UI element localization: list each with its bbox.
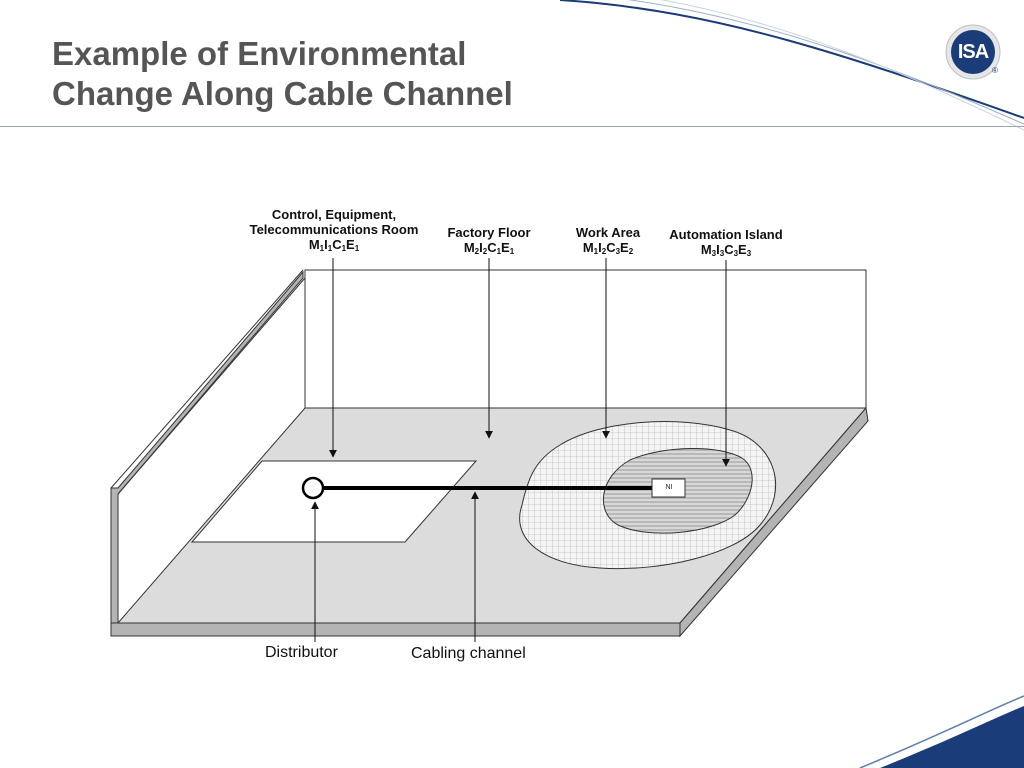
distributor-node <box>301 476 325 500</box>
label-work-area-code: M1I2C3E2 <box>582 240 634 256</box>
control-room-area <box>190 460 478 543</box>
label-automation-island-name: Automation Island <box>669 227 783 242</box>
label-distributor: Distributor <box>262 644 341 662</box>
label-automation-island: Automation Island M3I3C3E3 <box>660 227 792 261</box>
footer-swoosh <box>859 695 1024 768</box>
label-control-room-name-1: Control, Equipment, <box>271 207 397 222</box>
label-factory-floor-code: M2I2C1E1 <box>463 240 515 256</box>
isa-logo: ISA <box>945 24 1001 80</box>
label-cabling-channel: Cabling channel <box>408 645 529 663</box>
label-factory-floor: Factory Floor M2I2C1E1 <box>430 225 548 259</box>
label-control-room: Control, Equipment, Telecommunications R… <box>236 207 432 256</box>
back-wall <box>304 269 867 408</box>
isa-logo-text: ISA <box>957 41 989 63</box>
label-automation-island-code: M3I3C3E3 <box>700 242 752 258</box>
label-work-area-name: Work Area <box>575 225 641 240</box>
trademark-symbol: ® <box>992 66 998 75</box>
label-control-room-name-2: Telecommunications Room <box>249 222 419 237</box>
isa-logo-badge <box>945 24 1001 80</box>
title-divider <box>0 126 1024 127</box>
label-work-area: Work Area M1I2C3E2 <box>556 225 660 259</box>
slide-title-line-1: Example of Environmental <box>52 35 467 72</box>
label-control-room-code: M1I1C1E1 <box>308 237 360 253</box>
header-swoosh <box>559 0 1024 131</box>
ni-label: NI <box>665 484 673 491</box>
slide-title-line-2: Change Along Cable Channel <box>52 75 513 112</box>
leader-arrows <box>311 258 730 642</box>
ni-box <box>651 478 686 498</box>
floor-edge-front <box>110 622 681 637</box>
label-factory-floor-name: Factory Floor <box>447 225 531 240</box>
slide-title: Example of Environmental Change Along Ca… <box>52 34 513 114</box>
floor-edge-right <box>679 406 869 638</box>
